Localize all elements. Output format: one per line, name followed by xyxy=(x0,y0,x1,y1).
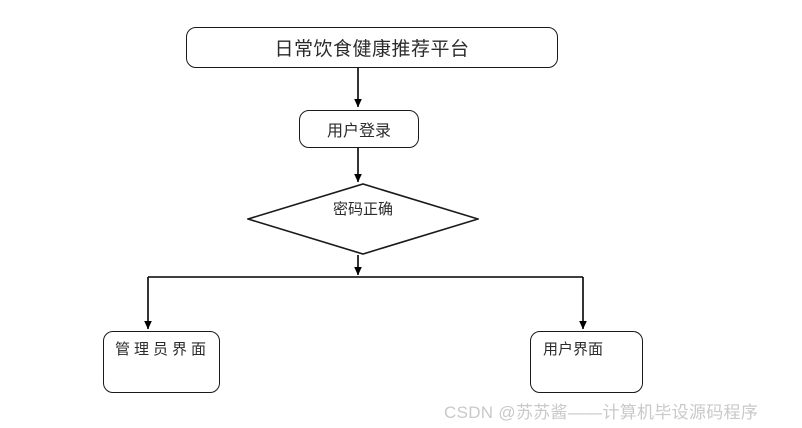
node-platform: 日常饮食健康推荐平台 xyxy=(186,27,558,68)
node-admin-interface: 管理员界面 xyxy=(103,331,220,393)
node-user-interface: 用户界面 xyxy=(530,331,643,393)
node-user-login: 用户登录 xyxy=(299,110,419,148)
node-admin-interface-label: 管理员界面 xyxy=(115,342,211,358)
watermark-text: CSDN @苏苏酱——计算机毕设源码程序 xyxy=(444,403,759,422)
diamond-shape xyxy=(247,183,479,255)
edge-decision-to-branch xyxy=(148,255,583,278)
node-password-correct-label: 密码正确 xyxy=(332,202,393,218)
node-password-correct: 密码正确 xyxy=(247,183,479,255)
node-user-interface-label: 用户界面 xyxy=(543,342,604,358)
node-user-login-label: 用户登录 xyxy=(326,123,391,140)
node-platform-label: 日常饮食健康推荐平台 xyxy=(274,39,470,60)
